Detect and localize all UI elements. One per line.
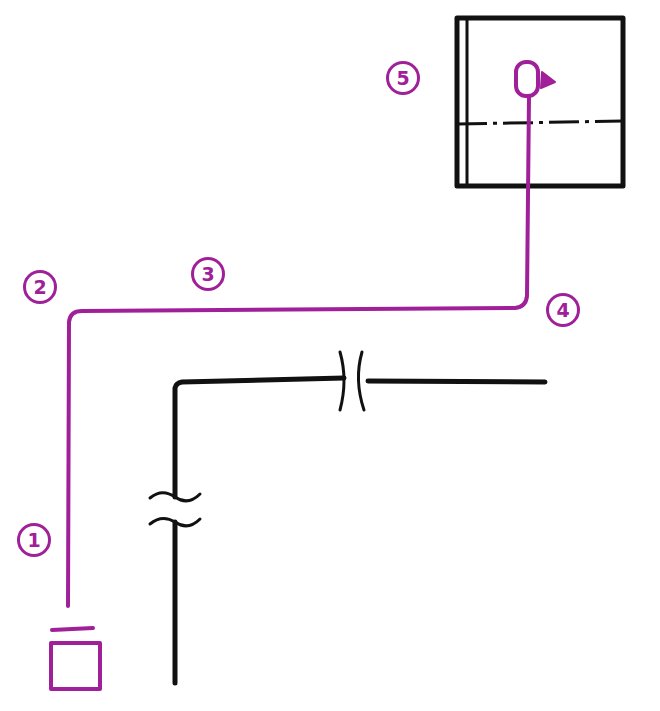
break-line bbox=[150, 493, 200, 501]
cabinet-side bbox=[466, 20, 469, 184]
cabinet-divider bbox=[457, 121, 623, 124]
wall-outline bbox=[175, 378, 545, 683]
break-line bbox=[150, 518, 200, 525]
wall-line bbox=[173, 522, 178, 683]
break-line bbox=[358, 352, 364, 410]
break-line bbox=[340, 352, 344, 410]
cable-line bbox=[68, 96, 529, 606]
callout-number: 3 bbox=[191, 257, 225, 291]
cabinet-outline bbox=[457, 18, 623, 186]
wall-line bbox=[368, 381, 545, 382]
outlet-box bbox=[51, 643, 100, 689]
break-mark bbox=[150, 352, 364, 526]
wall-line bbox=[175, 378, 344, 497]
callout-number: 4 bbox=[546, 293, 580, 327]
callout-number: 5 bbox=[386, 61, 420, 95]
cable-route bbox=[51, 62, 538, 689]
cabinet bbox=[457, 18, 623, 186]
callout-number: 2 bbox=[23, 270, 57, 304]
arrowhead bbox=[541, 72, 555, 88]
callout-number: 1 bbox=[17, 523, 51, 557]
cable-gap-mark bbox=[52, 628, 93, 630]
cable-end bbox=[516, 62, 538, 96]
